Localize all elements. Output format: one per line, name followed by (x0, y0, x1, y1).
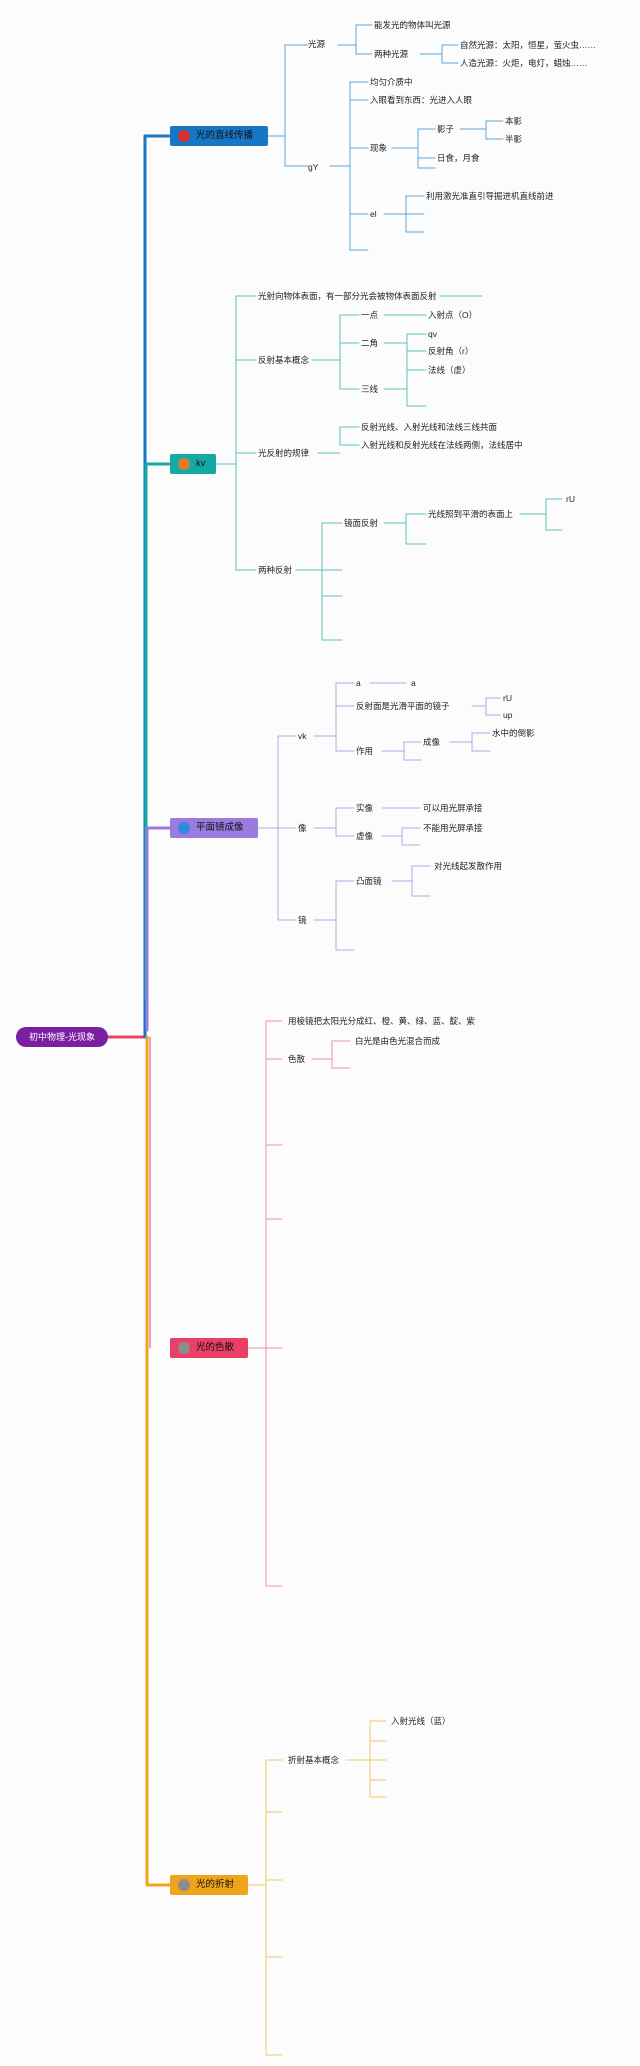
node-white-light-mix[interactable]: 白光是由色光混合而成 (355, 1036, 441, 1046)
node-a-left[interactable]: a (356, 678, 361, 688)
node-virtual-image[interactable]: 虚像 (356, 831, 374, 841)
node-ru-2[interactable]: rU (503, 693, 512, 703)
node-prism-spectrum[interactable]: 用棱镜把太阳光分成红、橙、黄、绿、蓝、靛、紫 (288, 1016, 476, 1026)
node-phenomena[interactable]: 现象 (370, 143, 388, 153)
node-smooth-surface[interactable]: 光线照到平滑的表面上 (428, 509, 514, 519)
node-shadow[interactable]: 影子 (437, 124, 455, 134)
node-law-sides[interactable]: 入射光线和反射光线在法线两侧，法线居中 (361, 440, 523, 450)
node-qv[interactable]: qv (428, 329, 437, 339)
node-reflection-law[interactable]: 光反射的规律 (258, 448, 310, 458)
node-three-lines[interactable]: 三线 (361, 384, 379, 394)
node-reflection-angle[interactable]: 反射角（r） (428, 346, 474, 356)
node-one-point[interactable]: 一点 (361, 310, 379, 320)
node-function[interactable]: 作用 (356, 746, 374, 756)
branch-node-refraction[interactable]: 光的折射 (170, 1875, 248, 1895)
node-plane-mirror-def[interactable]: 反射面是光滑平面的镜子 (356, 701, 450, 711)
branch-label: kv (196, 458, 206, 469)
node-convex-mirror[interactable]: 凸面镜 (356, 876, 382, 886)
branch-node-plane-mirror[interactable]: 平面镜成像 (170, 818, 258, 838)
node-el[interactable]: el (370, 209, 377, 219)
dot-icon (178, 1342, 190, 1354)
node-vk[interactable]: vk (298, 731, 307, 741)
branch-label: 平面镜成像 (196, 822, 244, 833)
node-two-reflections[interactable]: 两种反射 (258, 565, 293, 575)
node-gy[interactable]: gY (308, 162, 319, 172)
node-mirror[interactable]: 镜 (298, 915, 307, 925)
node-normal-line[interactable]: 法线（虚） (428, 365, 471, 375)
node-law-coplanar[interactable]: 反射光线、入射光线和法线三线共面 (361, 422, 498, 432)
node-reflection-concepts[interactable]: 反射基本概念 (258, 355, 310, 365)
node-convex-def[interactable]: 对光线起发散作用 (434, 861, 503, 871)
root-node[interactable]: 初中物理-光现象 (16, 1027, 108, 1047)
node-light-source-def[interactable]: 能发光的物体叫光源 (374, 20, 451, 30)
node-up[interactable]: up (503, 710, 513, 720)
node-refraction-concepts[interactable]: 折射基本概念 (288, 1755, 340, 1765)
node-a-right[interactable]: a (411, 678, 416, 688)
node-uniform-medium[interactable]: 均匀介质中 (370, 77, 413, 87)
node-laser-alignment[interactable]: 利用激光准直引导掘进机直线前进 (426, 191, 554, 201)
node-dispersion[interactable]: 色散 (288, 1054, 306, 1064)
node-two-light-sources[interactable]: 两种光源 (374, 49, 409, 59)
node-natural-light[interactable]: 自然光源：太阳，恒星，萤火虫…… (460, 40, 597, 50)
branch-label: 光的折射 (196, 1879, 235, 1890)
node-light-source[interactable]: 光源 (308, 39, 326, 49)
branch-node-dispersion[interactable]: 光的色散 (170, 1338, 248, 1358)
node-umbra[interactable]: 本影 (505, 116, 523, 126)
dot-icon (178, 458, 190, 470)
node-reflection-def[interactable]: 光射向物体表面，有一部分光会被物体表面反射 (258, 291, 437, 301)
node-specular-reflection[interactable]: 镜面反射 (344, 518, 379, 528)
branch-node-reflection[interactable]: kv (170, 454, 216, 474)
node-ru[interactable]: rU (566, 494, 575, 504)
node-eclipse[interactable]: 日食，月食 (437, 153, 480, 163)
node-real-image[interactable]: 实像 (356, 803, 374, 813)
node-virtual-image-def[interactable]: 不能用光屏承接 (423, 823, 483, 833)
node-incident-ray[interactable]: 入射光线（蓝） (391, 1716, 451, 1726)
dot-icon (178, 822, 190, 834)
branch-label: 光的色散 (196, 1342, 235, 1353)
dot-icon (178, 1879, 190, 1891)
node-real-image-def[interactable]: 可以用光屏承接 (423, 803, 483, 813)
branch-label: 光的直线传播 (196, 130, 254, 141)
node-penumbra[interactable]: 半影 (505, 134, 523, 144)
node-imaging[interactable]: 成像 (423, 737, 441, 747)
node-two-angles[interactable]: 二角 (361, 338, 379, 348)
dot-icon (178, 130, 190, 142)
node-image[interactable]: 像 (298, 823, 307, 833)
node-incidence-point[interactable]: 入射点（O） (428, 310, 478, 320)
node-reflection-in-water[interactable]: 水中的倒影 (492, 728, 535, 738)
node-artificial-light[interactable]: 人造光源：火炬，电灯，蜡烛…… (460, 58, 588, 68)
node-see-things[interactable]: 入眼看到东西：光进入人眼 (370, 95, 473, 105)
branch-node-straight-propagation[interactable]: 光的直线传播 (170, 126, 268, 146)
